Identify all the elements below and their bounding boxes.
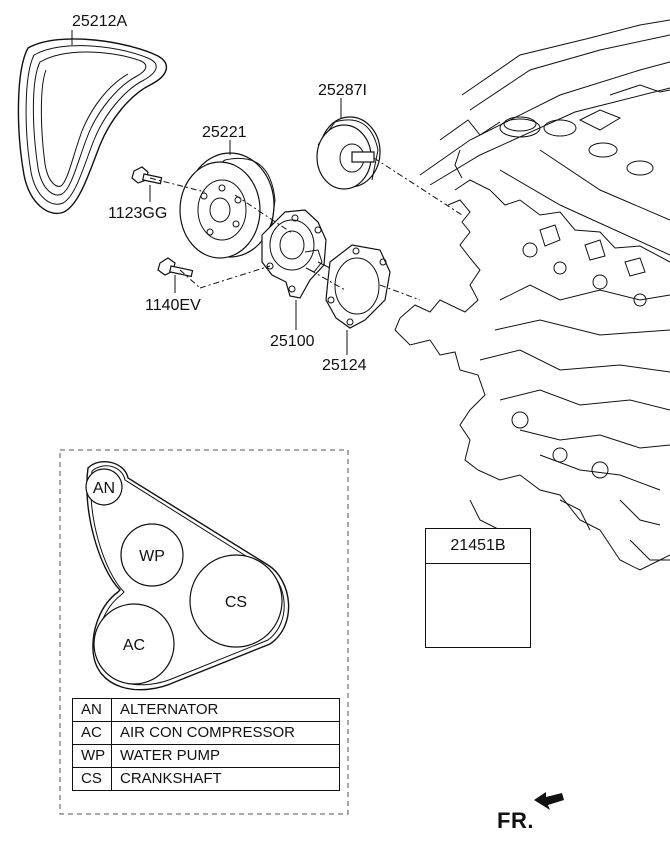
gasket-drawing (325, 244, 391, 329)
pulley-wp-circle (120, 523, 184, 587)
water-pump-drawing (261, 209, 331, 299)
label-idler: 25287I (318, 82, 367, 99)
legend-name: AIR CON COMPRESSOR (111, 721, 340, 745)
pulley-cs-circle (189, 554, 283, 648)
pulley-drawing (179, 152, 276, 259)
legend-name: WATER PUMP (111, 744, 340, 768)
pulley-wp-label: WP (139, 548, 165, 565)
belt-routing-diagram: AN WP CS AC (59, 449, 349, 815)
pulley-ac-circle (93, 603, 175, 685)
assembly-lines (149, 157, 463, 301)
label-pulley: 25221 (202, 124, 247, 141)
kit-box: 21451B (425, 528, 531, 648)
label-bolt-pump: 1140EV (145, 297, 201, 314)
legend-code: AN (72, 698, 112, 722)
front-arrow-icon (534, 792, 564, 810)
label-belt: 25212A (72, 13, 127, 30)
drive-belt-drawing (17, 38, 168, 214)
legend-row: WP WATER PUMP (72, 744, 340, 768)
front-direction-label: FR. (497, 808, 534, 833)
legend-code: CS (72, 767, 112, 791)
pulley-ac-label: AC (123, 637, 145, 654)
label-gasket: 25124 (322, 357, 367, 374)
bolt-pump-drawing (157, 257, 194, 278)
legend-code: AC (72, 721, 112, 745)
legend-name: ALTERNATOR (111, 698, 340, 722)
label-bolt-pulley: 1123GG (108, 205, 167, 222)
pulley-an-circle (85, 468, 123, 506)
label-water-pump: 25100 (270, 333, 315, 350)
pulley-an-label: AN (93, 480, 115, 497)
legend-table: AN ALTERNATOR AC AIR CON COMPRESSOR WP W… (72, 698, 340, 791)
legend-row: AN ALTERNATOR (72, 698, 340, 722)
legend-name: CRANKSHAFT (111, 767, 340, 791)
idler-pulley-drawing (316, 116, 381, 190)
legend-row: CS CRANKSHAFT (72, 767, 340, 791)
kit-part-number: 21451B (426, 529, 530, 564)
pulley-cs-label: CS (225, 594, 247, 611)
leader-lines (71, 30, 348, 355)
engine-block-drawing (394, 19, 670, 571)
legend-code: WP (72, 744, 112, 768)
legend-row: AC AIR CON COMPRESSOR (72, 721, 340, 745)
bolt-pulley-drawing (131, 166, 163, 185)
